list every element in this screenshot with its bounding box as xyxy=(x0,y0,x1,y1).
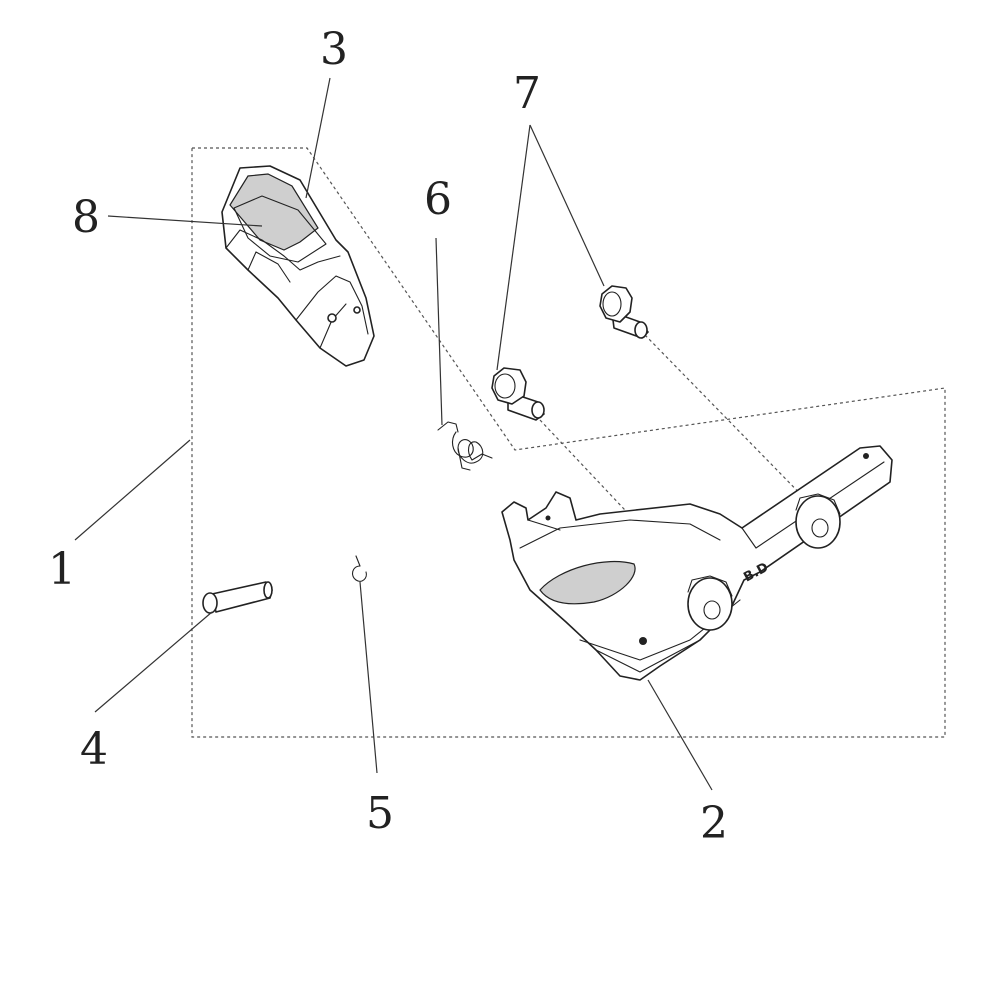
callout-1: 1 xyxy=(48,544,76,595)
leader-5 xyxy=(359,581,378,774)
callouts: 1 2 3 4 5 6 7 8 xyxy=(48,24,728,849)
leader-4 xyxy=(94,611,213,713)
alignment-lines xyxy=(539,334,819,599)
leader-3 xyxy=(305,77,331,199)
assembly-boundary xyxy=(191,147,946,738)
leader-1 xyxy=(74,439,191,541)
boss-lower xyxy=(687,575,733,631)
leader-lines xyxy=(74,77,713,791)
callout-4: 4 xyxy=(80,724,108,775)
callout-5: 5 xyxy=(366,788,394,839)
leader-7b xyxy=(529,124,605,287)
callout-2: 2 xyxy=(700,798,728,849)
leader-7a xyxy=(496,124,531,371)
boss-upper xyxy=(795,493,841,549)
circlip xyxy=(351,555,367,582)
leader-2 xyxy=(647,679,713,791)
pivot-pin xyxy=(202,581,273,614)
bolt-upper xyxy=(599,285,649,339)
torsion-spring xyxy=(437,421,493,471)
callout-7: 7 xyxy=(513,68,541,119)
bracket: B.D xyxy=(501,445,893,681)
callout-8: 8 xyxy=(72,192,100,243)
tread-pad xyxy=(233,195,327,263)
leader-8 xyxy=(107,215,263,227)
leader-6 xyxy=(435,237,443,426)
bolt-lower xyxy=(491,367,545,421)
callout-6: 6 xyxy=(424,174,452,225)
pedal-body xyxy=(221,165,375,367)
callout-3: 3 xyxy=(320,24,348,75)
